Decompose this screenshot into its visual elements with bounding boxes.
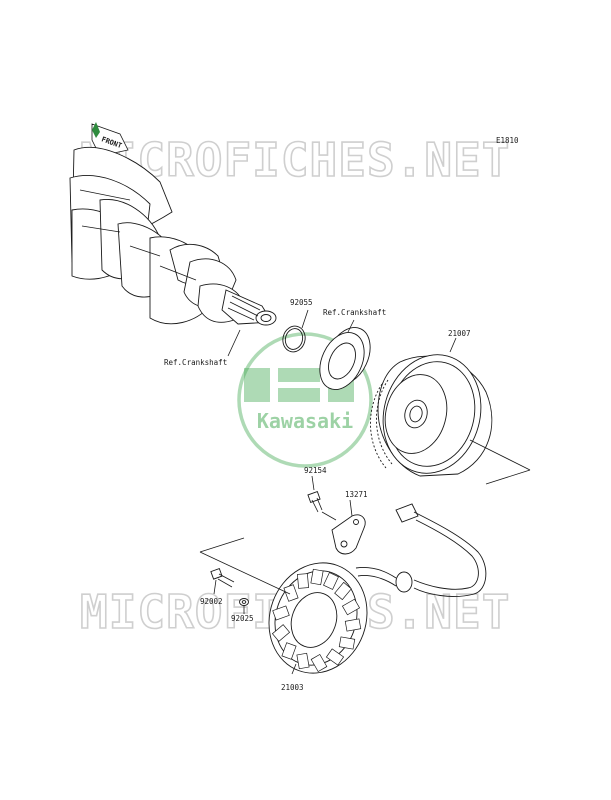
oil-seal xyxy=(319,319,371,390)
stator-21003 xyxy=(268,562,368,675)
label-21003: 21003 xyxy=(281,683,304,692)
label-92154: 92154 xyxy=(304,466,327,475)
kawasaki-logo-text: Kawasaki xyxy=(257,409,353,433)
stator-cable xyxy=(355,503,487,597)
axis-line-left xyxy=(199,537,245,553)
label-92025: 92025 xyxy=(231,614,254,623)
bolt-92002 xyxy=(210,567,235,595)
plate-13271 xyxy=(331,499,366,555)
label-13271: 13271 xyxy=(345,490,368,499)
front-arrow-icon: FRONT xyxy=(91,122,129,157)
diagram-code: E1810 xyxy=(496,136,519,145)
label-ref-crankshaft-main: Ref.Crankshaft xyxy=(164,358,227,367)
label-92002: 92002 xyxy=(200,597,223,606)
label-21007: 21007 xyxy=(448,329,471,338)
label-ref-crankshaft-seal: Ref.Crankshaft xyxy=(323,308,386,317)
label-92055: 92055 xyxy=(290,298,313,307)
washer-92025 xyxy=(239,598,249,614)
o-ring-92055 xyxy=(282,309,309,353)
crankshaft-drawing xyxy=(69,146,277,326)
flywheel-rotor-21007 xyxy=(370,337,531,485)
axis-line-stator xyxy=(199,551,291,595)
bolt-92154 xyxy=(307,475,337,521)
